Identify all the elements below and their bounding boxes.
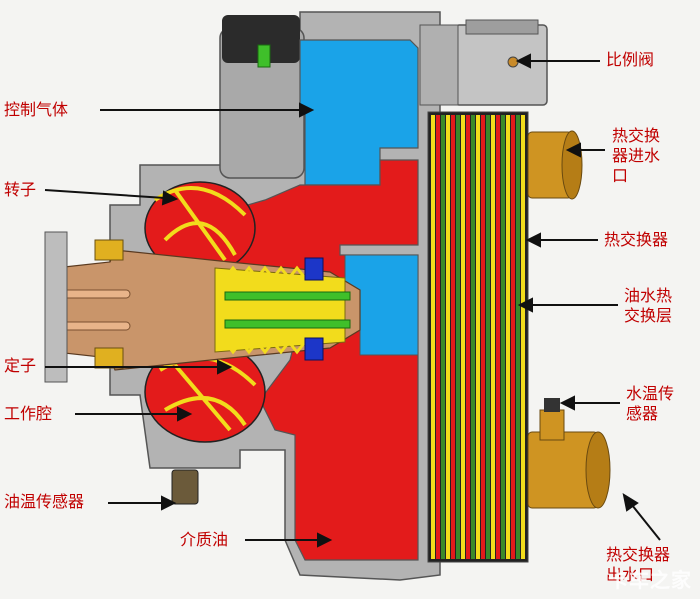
hx-plate (456, 115, 460, 559)
arrowhead-working-chamber (177, 406, 193, 422)
hx-plate (431, 115, 435, 559)
arrowhead-oil-water (517, 297, 533, 313)
hx-plate (441, 115, 445, 559)
arrowhead-stator (217, 359, 233, 375)
shaft-seal (214, 267, 346, 353)
arrow-rotor (44, 189, 166, 199)
label-control-gas: 控制气体 (4, 100, 69, 119)
label-proportional-valve: 比例阀 (606, 50, 655, 69)
shaft-bore-2 (59, 321, 131, 331)
arrowhead-valve (515, 53, 531, 69)
leader-arrows (44, 53, 661, 548)
hx-plate (436, 115, 440, 559)
spring-lower (223, 339, 307, 355)
green-fitting (257, 44, 271, 68)
arrowhead-rotor (161, 190, 179, 206)
label-oil-temp-sensor: 油温传感器 (4, 492, 85, 511)
arrowhead-outlet (622, 492, 639, 512)
outlet-pipe-end (585, 431, 611, 509)
label-water-temp-sensor: 水温传 感器 (626, 384, 675, 423)
hx-plate (491, 115, 495, 559)
hx-plate (466, 115, 470, 559)
bearing-lower (304, 337, 324, 361)
label-hx-water-outlet: 热交换器 出水口 (606, 545, 671, 584)
valve-port (507, 56, 519, 68)
label-oil-water-layer: 油水热 交换层 (624, 286, 673, 325)
hx-plate (511, 115, 515, 559)
hx-plate (516, 115, 520, 559)
hx-plate (521, 115, 525, 559)
hx-plate (501, 115, 505, 559)
label-working-chamber: 工作腔 (4, 404, 53, 423)
water-temp-sensor-body (539, 409, 565, 441)
valve-top (465, 19, 539, 35)
bearing-upper (304, 257, 324, 281)
arrowhead-inlet (565, 142, 581, 158)
inner-shaft (224, 291, 351, 301)
flange (44, 231, 68, 383)
oil-temp-sensor (171, 469, 199, 505)
hx-plate (476, 115, 480, 559)
hx-plate (486, 115, 490, 559)
label-hx-water-inlet: 热交换 器进水 口 (612, 126, 661, 185)
arrow-outlet (631, 504, 661, 541)
watermark: 卡车之家 (608, 568, 692, 592)
arrowhead-water-temp (559, 395, 575, 411)
left-bearing-upper (94, 239, 124, 261)
cylinder-cap (222, 15, 300, 63)
left-bearing-lower (94, 347, 124, 369)
hx-plate (471, 115, 475, 559)
valve-mount (419, 24, 459, 106)
hx-plate (506, 115, 510, 559)
hx-plate (496, 115, 500, 559)
inlet-pipe-end (561, 130, 583, 200)
hx-plate (451, 115, 455, 559)
hx-plate (461, 115, 465, 559)
valve-body (454, 24, 548, 106)
arrowhead-hx (525, 232, 541, 248)
inner-shaft-2 (224, 319, 351, 329)
water-temp-sensor-cap (544, 398, 560, 412)
shaft-bore-1 (59, 289, 131, 299)
arrowhead-medium-oil (317, 532, 333, 548)
spring-upper (223, 265, 307, 281)
arrowhead-oil-temp (161, 495, 177, 511)
label-stator: 定子 (4, 356, 37, 375)
hx-plate (481, 115, 485, 559)
label-medium-oil: 介质油 (180, 530, 229, 549)
arrowhead-control-gas (299, 102, 315, 118)
label-heat-exchanger: 热交换器 (604, 230, 669, 249)
label-rotor: 转子 (4, 180, 37, 199)
hx-plate (446, 115, 450, 559)
heat-exchanger-plates (431, 115, 525, 559)
